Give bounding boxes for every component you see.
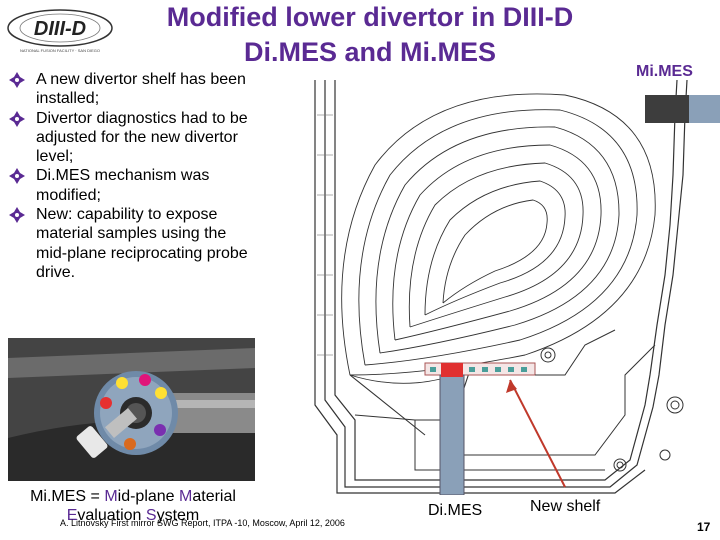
page-title-line-1: Modified lower divertor in DIII-D (166, 2, 574, 32)
divertor-cross-section-diagram (265, 75, 720, 495)
bullet-text: Divertor diagnostics had to be adjusted … (36, 109, 248, 166)
dimes-probe (439, 374, 465, 495)
new-shelf-label: New shelf (530, 498, 601, 515)
diamond-bullet-icon (9, 207, 25, 224)
diamond-bullet-icon (9, 168, 25, 185)
mimes-probe-shaft (689, 95, 720, 123)
diamond-bullet-icon (9, 110, 25, 127)
bullet-item: Di.MES mechanism was modified; (8, 166, 258, 205)
dimes-label: Di.MES (428, 502, 483, 519)
footer-citation: A. Litnovsky First mirror SWG Report, IT… (60, 518, 345, 528)
dimes-sample (441, 363, 463, 377)
bullet-item: New: capability to expose material sampl… (8, 205, 258, 282)
logo-text: DIII-D (34, 18, 86, 40)
bullet-item: A new divertor shelf has been installed; (8, 70, 258, 109)
page-number: 17 (697, 520, 711, 534)
bullet-text: Di.MES mechanism was modified; (36, 167, 210, 204)
mimes-probe-photo (8, 338, 255, 481)
mimes-acronym-caption: Mi.MES = Mid-plane Material Evaluation S… (30, 488, 236, 524)
bullet-list: A new divertor shelf has been installed;… (8, 70, 258, 282)
diii-d-logo: DIII-D NATIONAL FUSION FACILITY · SAN DI… (7, 9, 113, 53)
bullet-text: New: capability to expose material sampl… (36, 206, 248, 281)
logo-subtext: NATIONAL FUSION FACILITY · SAN DIEGO (20, 48, 100, 53)
new-shelf-arrow (509, 379, 566, 488)
mimes-label: Mi.MES (636, 63, 693, 80)
bullet-item: Divertor diagnostics had to be adjusted … (8, 109, 258, 167)
page-title-line-2: Di.MES and Mi.MES (243, 37, 497, 67)
bullet-text: A new divertor shelf has been installed; (36, 71, 246, 108)
mimes-probe-head (645, 95, 689, 123)
diamond-bullet-icon (9, 72, 25, 88)
